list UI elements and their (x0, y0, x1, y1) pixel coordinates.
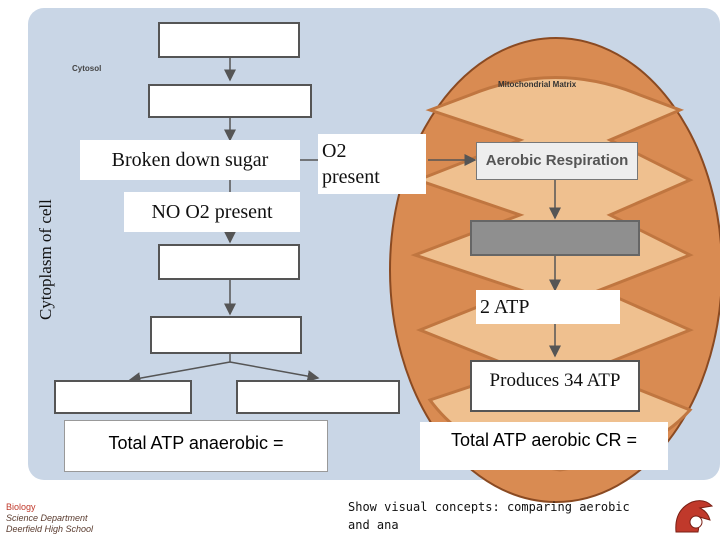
footer-subject: Biology (6, 502, 36, 512)
blank-box-2[interactable] (148, 84, 312, 118)
o2-present-line2: present (322, 166, 380, 188)
footer-school: Deerfield High School (6, 524, 94, 534)
blank-box-mito[interactable] (470, 220, 640, 256)
blank-box-1[interactable] (158, 22, 300, 58)
cytosol-label: Cytosol (72, 64, 102, 73)
o2-present-label: O2 present (318, 134, 426, 194)
blank-box-4[interactable] (150, 316, 302, 354)
school-logo-icon (675, 500, 714, 533)
mitochondrial-matrix-label: Mitochondrial Matrix (498, 80, 577, 89)
arrow-split-right (229, 361, 320, 383)
footer-school-info: Biology Science Department Deerfield Hig… (6, 502, 93, 535)
total-atp-anaerobic-box: Total ATP anaerobic = (64, 420, 328, 472)
arrow-split-left (128, 361, 231, 385)
total-atp-aerobic-box: Total ATP aerobic CR = (420, 422, 668, 470)
no-o2-present-label: NO O2 present (124, 192, 300, 232)
footer-department: Science Department (6, 513, 88, 523)
o2-present-line1: O2 (322, 140, 347, 162)
blank-box-6[interactable] (236, 380, 400, 414)
aerobic-respiration-box: Aerobic Respiration (476, 142, 638, 180)
side-label: Cytoplasm of cell (36, 199, 55, 320)
blank-box-5[interactable] (54, 380, 192, 414)
blank-box-3[interactable] (158, 244, 300, 280)
two-atp-label: 2 ATP (476, 290, 620, 324)
produces-34-atp-label: Produces 34 ATP (470, 360, 640, 412)
broken-down-sugar-label: Broken down sugar (80, 140, 300, 180)
footer-caption: Show visual concepts: comparing aerobic … (348, 500, 630, 532)
